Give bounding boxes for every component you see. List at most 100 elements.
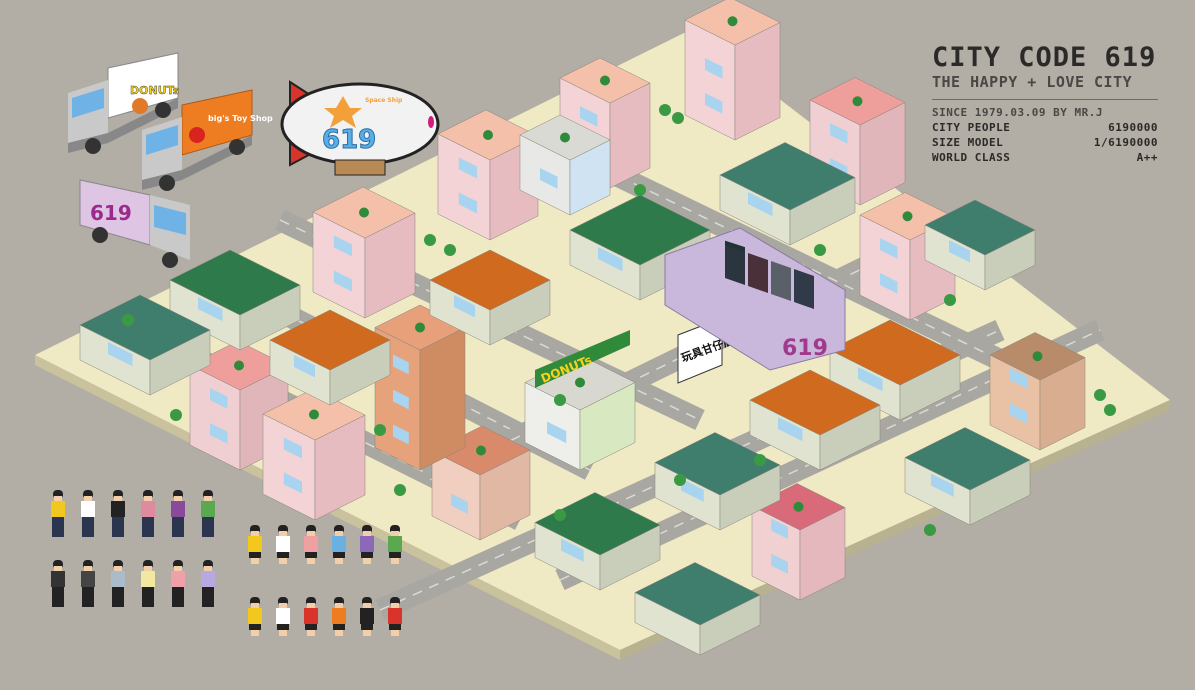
buildings (79, 0, 1116, 656)
window (454, 295, 475, 318)
building (684, 0, 781, 141)
person-face (174, 496, 182, 501)
person-legs (335, 630, 343, 636)
rooftop-plant (234, 360, 244, 371)
building (829, 319, 961, 421)
window (858, 367, 883, 392)
stat-value: 1/6190000 (1093, 136, 1158, 149)
tree-canopy (674, 474, 686, 486)
building-roof (904, 427, 1031, 491)
person-figure (141, 490, 155, 537)
building-roof (719, 142, 856, 211)
cinema-truck-label: 619 (90, 201, 132, 225)
person-figure (332, 525, 346, 564)
building-roof (169, 249, 301, 316)
tree (924, 524, 936, 536)
divider (932, 99, 1158, 100)
building (169, 249, 301, 351)
person-shirt (276, 536, 290, 552)
tree (674, 474, 686, 486)
building-roof (749, 369, 881, 436)
building-roof (924, 199, 1036, 256)
window (283, 437, 302, 459)
rooftop-plant (560, 132, 570, 143)
person-face (54, 566, 62, 571)
person-skirt (361, 624, 373, 630)
tree-canopy (444, 244, 456, 256)
window (1010, 368, 1028, 389)
tree-canopy (634, 184, 646, 196)
person-legs (391, 630, 399, 636)
person-skirt (249, 552, 261, 558)
building (429, 249, 551, 346)
building-roof (534, 492, 661, 556)
tree-canopy (1104, 404, 1116, 416)
window (294, 355, 315, 378)
person-pants (112, 587, 124, 607)
city-title: CITY CODE 619 (932, 42, 1157, 73)
person-figure (111, 490, 125, 537)
rooftop-plant (359, 207, 369, 218)
window (705, 58, 723, 79)
rooftop-plant (1032, 351, 1043, 362)
window (283, 472, 302, 494)
stat-label: SIZE MODEL (932, 136, 1004, 149)
stat-label: WORLD CLASS (932, 151, 1011, 164)
city-subtitle: THE HAPPY + LOVE CITY (932, 73, 1133, 91)
person-face (114, 496, 122, 501)
person-skirt (389, 552, 401, 558)
person-face (144, 496, 152, 501)
person-pants (172, 587, 184, 607)
building-roof (829, 319, 961, 386)
tree (554, 509, 566, 521)
person-shirt (111, 571, 125, 587)
person-figure (248, 597, 262, 636)
person-shirt (276, 608, 290, 624)
person-pants (52, 517, 64, 537)
tree (634, 184, 646, 196)
building (751, 483, 846, 601)
window (880, 238, 898, 259)
person-figure (332, 597, 346, 636)
building-roof (654, 432, 781, 496)
person-face (251, 603, 259, 608)
person-figure (304, 597, 318, 636)
city-info-panel: CITY CODE 619 THE HAPPY + LOVE CITY SINC… (932, 44, 1158, 165)
person-pants (82, 587, 94, 607)
person-face (363, 531, 371, 536)
person-face (391, 531, 399, 536)
person-face (174, 566, 182, 571)
person-figure (304, 525, 318, 564)
person-shirt (332, 608, 346, 624)
person-skirt (305, 624, 317, 630)
cinema-truck: 619 (79, 179, 190, 268)
person-pants (172, 517, 184, 537)
person-shirt (171, 501, 185, 517)
rooftop-plant (483, 130, 493, 140)
donut-truck: DONUTs (68, 52, 180, 154)
building-roof (429, 249, 551, 311)
person-figure (360, 525, 374, 564)
building (749, 369, 881, 471)
person-face (204, 496, 212, 501)
person-shirt (360, 536, 374, 552)
star-logo-icon (189, 127, 205, 143)
building (719, 142, 856, 246)
tree-canopy (754, 454, 766, 466)
person-figure (388, 597, 402, 636)
person-shirt (248, 608, 262, 624)
tree (170, 409, 182, 421)
window (771, 553, 788, 574)
rooftop-plant (415, 322, 425, 333)
tree-canopy (924, 524, 936, 536)
blimp-logo: 619 (322, 125, 376, 155)
person-face (279, 603, 287, 608)
building (654, 432, 781, 531)
window (547, 421, 567, 444)
window (458, 157, 477, 179)
person-skirt (249, 624, 261, 630)
tree-canopy (944, 294, 956, 306)
tree-canopy (554, 509, 566, 521)
building-roof (634, 562, 761, 626)
